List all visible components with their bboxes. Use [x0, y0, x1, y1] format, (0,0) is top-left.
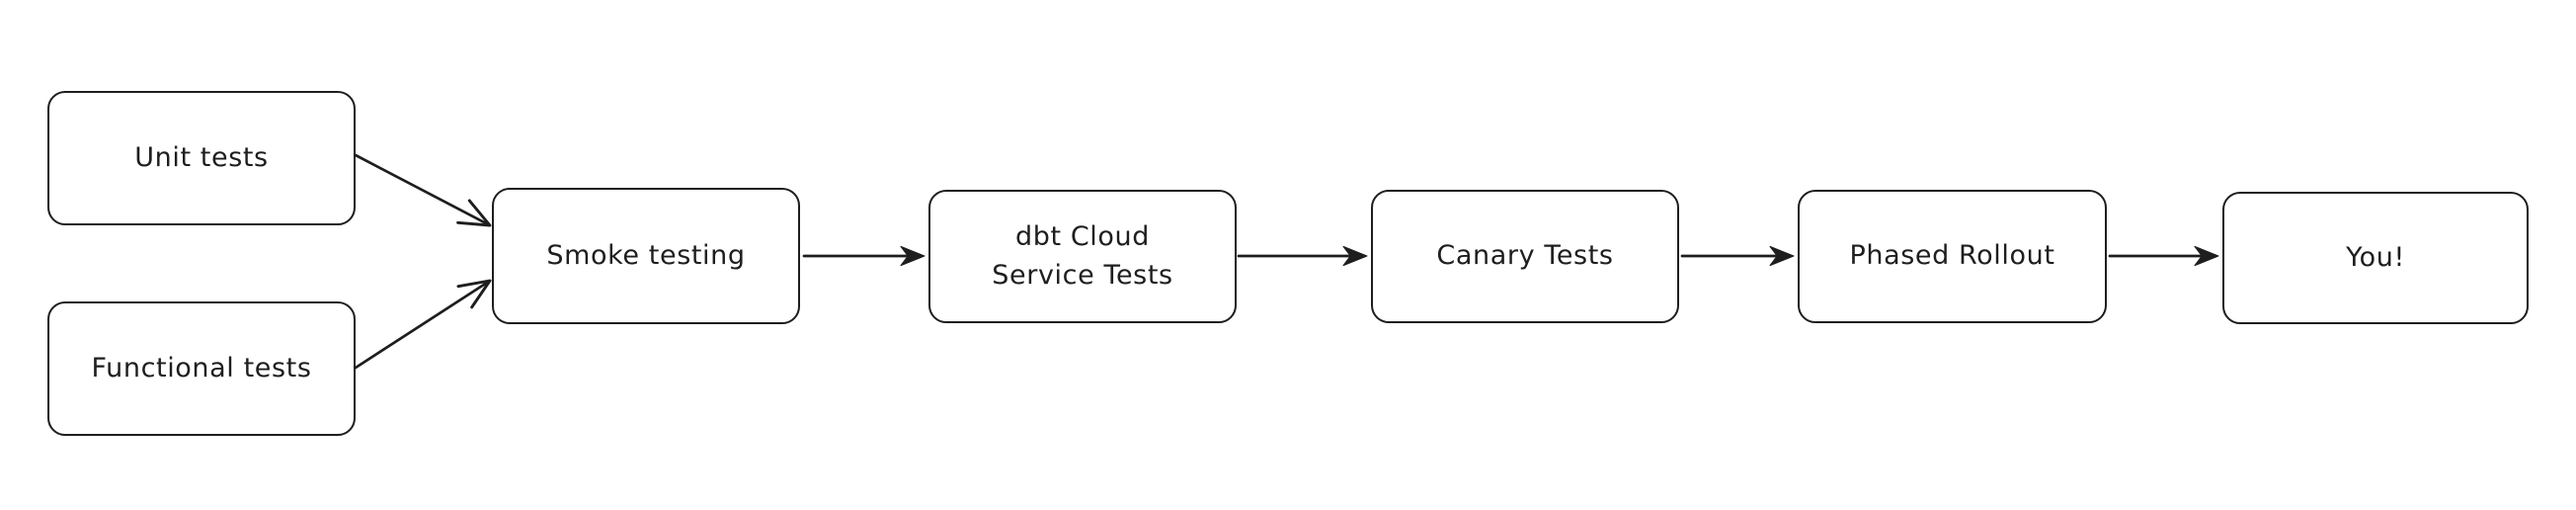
arrowhead — [900, 245, 926, 267]
edge-unit-to-smoke — [354, 153, 492, 227]
node-label-smoke-testing: Smoke testing — [546, 239, 746, 271]
node-phased-rollout[interactable]: Phased Rollout — [1798, 190, 2107, 323]
node-functional-tests[interactable]: Functional tests — [47, 301, 356, 436]
node-label-unit-tests: Unit tests — [134, 141, 269, 173]
edge-smoke-to-dbt — [802, 245, 926, 267]
arrowhead — [1342, 245, 1368, 267]
node-label-functional-tests: Functional tests — [91, 352, 312, 383]
edge-canary-to-phased — [1680, 245, 1795, 267]
node-you[interactable]: You! — [2222, 192, 2529, 324]
node-label-you: You! — [2346, 241, 2405, 273]
node-unit-tests[interactable]: Unit tests — [47, 91, 356, 225]
edge-line — [354, 280, 490, 370]
node-smoke-testing[interactable]: Smoke testing — [492, 188, 800, 324]
edge-line — [354, 153, 490, 226]
arrowhead — [456, 199, 492, 227]
node-label-canary-tests: Canary Tests — [1436, 240, 1614, 272]
node-dbt-cloud-service-tests[interactable]: dbt Cloud Service Tests — [928, 190, 1237, 323]
edge-functional-to-smoke — [354, 279, 492, 370]
node-canary-tests[interactable]: Canary Tests — [1371, 190, 1679, 323]
arrowhead — [1769, 245, 1795, 267]
edge-phased-to-you — [2108, 245, 2219, 267]
arrowhead — [456, 279, 492, 309]
node-label-phased-rollout: Phased Rollout — [1849, 240, 2055, 272]
node-label-dbt-cloud-service-tests: dbt Cloud Service Tests — [992, 221, 1173, 291]
arrowhead — [2194, 245, 2219, 267]
edge-dbt-to-canary — [1237, 245, 1368, 267]
